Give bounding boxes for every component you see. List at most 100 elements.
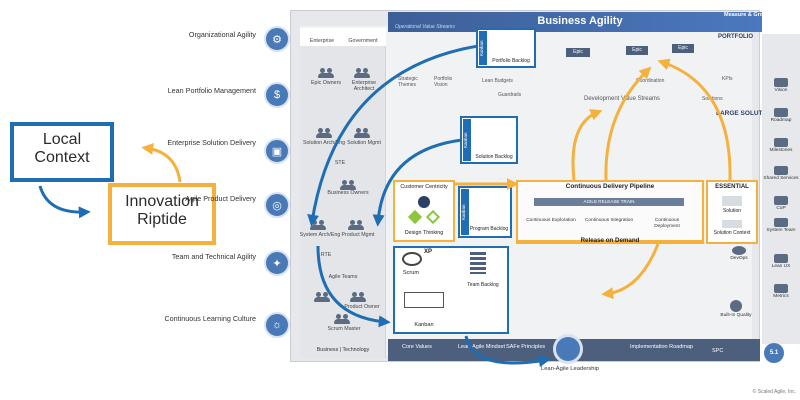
design-thinking-label: Design Thinking — [404, 230, 444, 236]
devops-icon — [732, 246, 746, 255]
role-ste[interactable]: STE — [334, 160, 346, 166]
epic-2[interactable]: Epic — [626, 46, 648, 55]
lean-budgets[interactable]: Lean Budgets — [482, 78, 513, 84]
local-context-arrow — [38, 185, 91, 219]
role-rte[interactable]: RTE — [320, 252, 332, 258]
guardrails[interactable]: Guardrails — [498, 92, 522, 98]
innovation-riptide-arrow — [141, 143, 182, 183]
esd-icon[interactable]: ▣ — [264, 138, 290, 164]
business-owners-icon — [340, 180, 356, 190]
strategic-themes[interactable]: Strategic Themes — [398, 76, 418, 88]
rail-roadmap[interactable]: Roadmap — [762, 108, 800, 123]
shared-services-icon — [774, 166, 788, 175]
metrics-icon — [774, 284, 788, 293]
rail-devops[interactable]: DevOps — [720, 246, 758, 261]
cop-icon — [774, 196, 788, 205]
essential-box[interactable] — [706, 180, 758, 244]
role-agile-teams[interactable]: Agile Teams — [328, 274, 358, 280]
rail-milestones[interactable]: Milestones — [762, 138, 800, 153]
roadmap-icon — [774, 108, 788, 117]
cdp-box[interactable] — [516, 180, 704, 242]
competency-label-tta: Team and Technical Agility — [171, 252, 256, 261]
xp-label: XP — [423, 249, 432, 255]
epic-owners-icon — [318, 68, 334, 78]
clc-icon[interactable]: ☼ — [264, 312, 290, 338]
competency-label-apd: Agile Product Delivery — [185, 194, 256, 203]
business-technology-label: Business | Technology — [316, 347, 370, 353]
lean-agile-leadership-icon[interactable] — [553, 334, 583, 364]
tta-icon[interactable]: ✦ — [264, 250, 290, 276]
version-badge: 5.1 — [764, 343, 784, 363]
role-enterprise-architect[interactable]: Enterprise Architect — [351, 80, 377, 93]
scrum-master-icon — [334, 314, 350, 324]
solution-context-glyph — [722, 220, 742, 228]
rail-system-team[interactable]: System Team — [762, 218, 800, 233]
customer-centricity-label: Customer Centricity — [400, 184, 448, 190]
rail-lean-ux[interactable]: Lean UX — [762, 254, 800, 269]
large-solution-tag: LARGE SOLUTION — [716, 110, 775, 117]
rail-metrics[interactable]: Metrics — [762, 284, 800, 299]
vision-icon — [774, 78, 788, 87]
agile-teams-icon — [314, 292, 330, 302]
role-product-owner[interactable]: Product Owner — [344, 304, 380, 310]
team-kanban-label: Kanban — [414, 322, 434, 328]
rail-cop[interactable]: CoP — [762, 196, 800, 211]
essential-solution-context-label: Solution Context — [713, 230, 751, 236]
role-solution-mgmt[interactable]: Solution Mgmt — [347, 140, 381, 146]
local-context-callout: Local Context — [10, 122, 114, 182]
portfolio-backlog-label: Portfolio Backlog — [492, 58, 530, 64]
business-agility-bar — [388, 12, 762, 32]
kanban-board-icon — [404, 292, 444, 308]
system-arch-icon — [310, 220, 326, 230]
tab-enterprise[interactable]: Enterprise — [309, 38, 335, 44]
business-agility-title: Business Agility — [537, 15, 623, 27]
essential-solution-label: Solution — [722, 208, 742, 214]
solution-backlog-label: Solution Backlog — [475, 154, 513, 160]
development-value-streams[interactable]: Development Value Streams — [584, 96, 660, 102]
team-backlog-icon — [470, 252, 486, 274]
role-solution-arch[interactable]: Solution Arch/Eng — [302, 140, 346, 146]
built-in-quality-icon — [730, 300, 742, 312]
rail-shared-services[interactable]: Shared Services — [762, 166, 800, 181]
lpm-icon[interactable]: $ — [264, 82, 290, 108]
safe-principles[interactable]: SAFe Principles — [506, 344, 546, 350]
agile-release-train-bar: AGILE RELEASE TRAIN — [534, 198, 684, 206]
solutions[interactable]: Solutions — [702, 96, 723, 102]
program-backlog-label: Program Backlog — [469, 226, 509, 232]
epic-3[interactable]: Epic — [672, 44, 694, 53]
implementation-roadmap[interactable]: Implementation Roadmap — [630, 344, 693, 350]
epic-1[interactable]: Epic — [566, 48, 590, 57]
cdp-step-deployment[interactable]: Continuous Deployment — [654, 218, 680, 229]
role-scrum-master[interactable]: Scrum Master — [327, 326, 361, 332]
enterprise-architect-icon — [354, 68, 370, 78]
scrum-loop-icon — [402, 252, 422, 266]
role-product-mgmt[interactable]: Product Mgmt — [341, 232, 375, 238]
cdp-step-exploration[interactable]: Continuous Exploration — [526, 218, 576, 223]
coordination[interactable]: Coordination — [636, 78, 665, 84]
portfolio-vision[interactable]: Portfolio Vision — [434, 76, 453, 88]
solution-arch-icon — [316, 128, 332, 138]
lean-agile-mindset[interactable]: Lean-Agile Mindset — [458, 344, 506, 350]
role-system-arch[interactable]: System Arch/Eng — [299, 232, 341, 238]
competency-label-org-agility: Organizational Agility — [188, 30, 256, 39]
cdp-step-integration[interactable]: Continuous Integration — [584, 218, 634, 223]
copyright: © Scaled Agile, Inc. — [752, 389, 796, 395]
measure-and-grow[interactable]: Measure & Grow — [724, 12, 768, 18]
rail-vision[interactable]: Vision — [762, 78, 800, 93]
tab-government[interactable]: Government — [348, 38, 378, 44]
spc[interactable]: SPC — [712, 348, 724, 354]
apd-icon[interactable]: ◎ — [264, 192, 290, 218]
core-values[interactable]: Core Values — [402, 344, 432, 350]
rail-built-in-quality[interactable]: Built-In Quality — [716, 300, 756, 318]
role-business-owners[interactable]: Business Owners — [327, 190, 369, 196]
kpis[interactable]: KPIs — [722, 76, 733, 82]
cdp-title: Continuous Delivery Pipeline — [565, 183, 655, 190]
competency-label-esd: Enterprise Solution Delivery — [167, 138, 256, 147]
org-agility-icon[interactable]: ⚙ — [264, 26, 290, 52]
customer-icon — [418, 196, 430, 208]
solution-mgmt-icon — [354, 128, 370, 138]
lean-ux-icon — [774, 254, 788, 263]
release-on-demand-label[interactable]: Release on Demand — [580, 237, 640, 244]
product-mgmt-icon — [348, 220, 364, 230]
essential-title: ESSENTIAL — [715, 184, 749, 190]
